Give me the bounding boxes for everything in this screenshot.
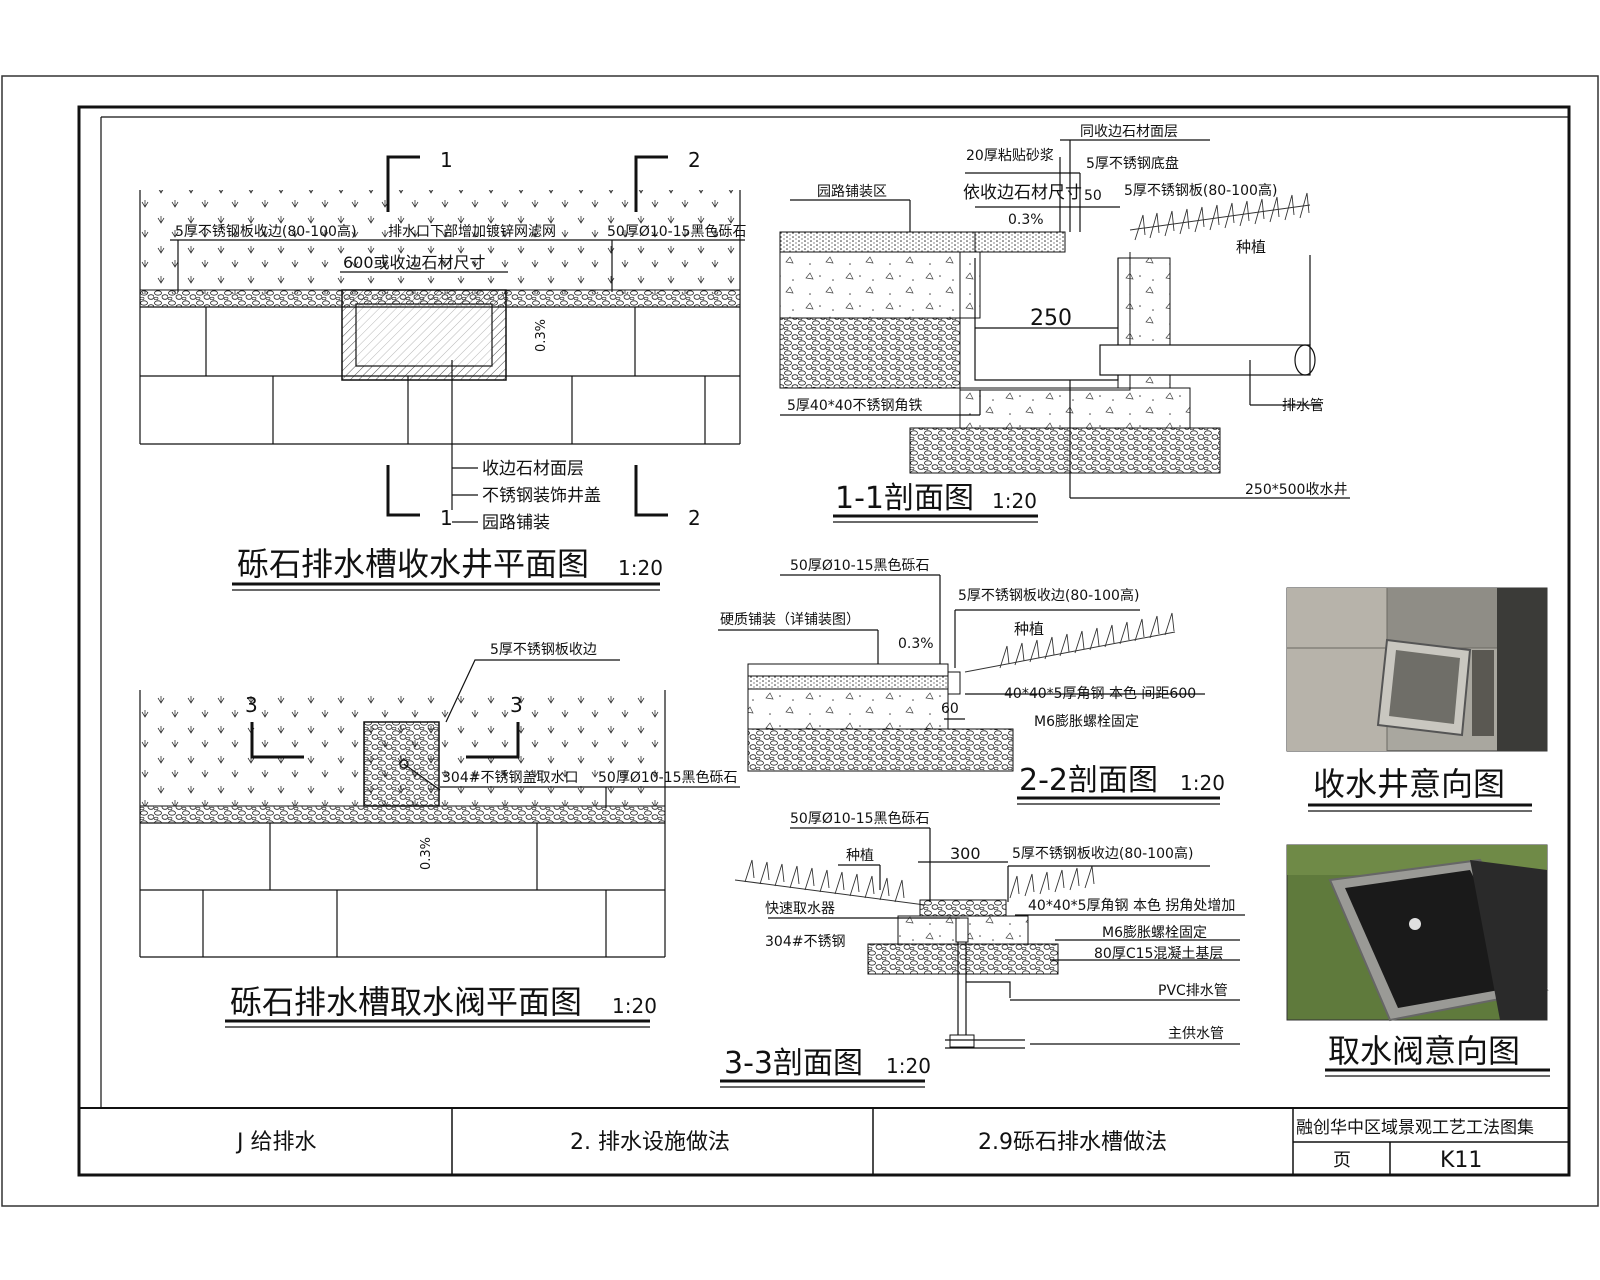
cut-2-bottom: 2 — [688, 506, 701, 530]
section-1-1: 同收边石材面层 20厚粘贴砂浆 5厚不锈钢底盘 依收边石材尺寸 50 5厚不锈钢… — [779, 124, 1350, 523]
plan1-drain-mesh-label: 排水口下部增加镀锌网滤网 — [388, 223, 556, 240]
s2-planting: 种植 — [1014, 620, 1044, 638]
s3-steel304: 304#不锈钢 — [765, 934, 845, 950]
plan1-steel-edge-label: 5厚不锈钢板收边(80-100高) — [175, 223, 356, 240]
plan1-title: 砾石排水槽收水井平面图 — [237, 545, 589, 583]
photo-water-valve: 取水阀意向图 — [1286, 844, 1550, 1077]
photo-2-caption: 取水阀意向图 — [1328, 1032, 1520, 1070]
s1-title: 1-1剖面图 — [835, 481, 974, 516]
s1-same-stone: 同收边石材面层 — [1080, 124, 1178, 140]
s2-scale: 1:20 — [1180, 771, 1225, 795]
cut-1-bottom: 1 — [440, 506, 453, 530]
s3-pvc: PVC排水管 — [1158, 983, 1228, 999]
s1-per-stone: 依收边石材尺寸 — [963, 183, 1082, 203]
s2-slope: 0.3% — [898, 636, 934, 652]
cut-2-top: 2 — [688, 148, 701, 172]
s1-mortar: 20厚粘贴砂浆 — [966, 148, 1054, 164]
s1-width: 250 — [1030, 306, 1072, 331]
s1-angle: 5厚40*40不锈钢角铁 — [787, 398, 923, 414]
sheet-inner-border — [77, 105, 1571, 1177]
cut-3-right: 3 — [510, 693, 523, 717]
title-cell-3: 2.9砾石排水槽做法 — [978, 1130, 1167, 1155]
section-3-3: 50厚Ø10-15黑色砾石 种植 300 5厚不锈钢板收边(80-100高) 4… — [720, 810, 1245, 1088]
title-cell-2: 2. 排水设施做法 — [570, 1130, 730, 1155]
s3-quick: 快速取水器 — [765, 901, 835, 917]
plan1-callout-2: 不锈钢装饰井盖 — [482, 486, 601, 506]
s3-dim-300: 300 — [950, 844, 981, 863]
photo-drain-well: 收水井意向图 — [1286, 587, 1548, 812]
s3-title: 3-3剖面图 — [724, 1046, 863, 1081]
s1-slope: 0.3% — [1008, 212, 1044, 228]
s3-supply: 主供水管 — [1168, 1026, 1224, 1042]
s1-pipe: 排水管 — [1282, 398, 1324, 414]
s2-title: 2-2剖面图 — [1019, 763, 1158, 798]
s2-bolt: M6膨胀螺栓固定 — [1034, 713, 1139, 730]
plan2-valve: 304#不锈钢盖取水口 — [442, 770, 578, 786]
plan2-gravel: 50厚Ø10-15黑色砾石 — [598, 769, 738, 786]
s3-scale: 1:20 — [886, 1054, 931, 1078]
plan1-scale: 1:20 — [618, 556, 663, 580]
s1-dim-50: 50 — [1084, 188, 1102, 204]
plan1-gravel-label: 50厚Ø10-15黑色砾石 — [607, 223, 747, 240]
s2-dim-60: 60 — [941, 701, 959, 717]
plan2-slope: 0.3% — [419, 837, 434, 870]
s3-planting: 种植 — [846, 848, 874, 864]
section-2-2: 50厚Ø10-15黑色砾石 5厚不锈钢板收边(80-100高) 硬质铺装（详铺装… — [718, 557, 1225, 805]
plan1-size-label: 600或收边石材尺寸 — [343, 253, 486, 272]
title-block: J 给排水 2. 排水设施做法 2.9砾石排水槽做法 融创华中区域景观工艺工法图… — [79, 1107, 1569, 1175]
s3-angle: 40*40*5厚角钢 本色 拐角处增加 — [1028, 897, 1235, 914]
plan2-scale: 1:20 — [612, 994, 657, 1018]
s2-gravel: 50厚Ø10-15黑色砾石 — [790, 557, 930, 574]
s2-angle: 40*40*5厚角钢 本色 间距600 — [1004, 685, 1196, 702]
atlas-title: 融创华中区域景观工艺工法图集 — [1296, 1118, 1534, 1138]
s3-bolt: M6膨胀螺栓固定 — [1102, 924, 1207, 941]
cut-3-left: 3 — [245, 693, 258, 717]
s3-steel-edge: 5厚不锈钢板收边(80-100高) — [1012, 845, 1193, 862]
title-cell-1: J 给排水 — [235, 1130, 316, 1155]
s1-steel-base: 5厚不锈钢底盘 — [1086, 155, 1179, 172]
plan2-steel-edge: 5厚不锈钢板收边 — [490, 642, 597, 658]
s1-planting: 种植 — [1236, 238, 1266, 256]
s3-gravel: 50厚Ø10-15黑色砾石 — [790, 810, 930, 827]
plan1-callout-3: 园路铺装 — [482, 513, 550, 533]
plan2-title: 砾石排水槽取水阀平面图 — [230, 983, 582, 1021]
photo-1-caption: 收水井意向图 — [1313, 765, 1505, 803]
s1-steel-plate: 5厚不锈钢板(80-100高) — [1124, 182, 1277, 199]
page-label: 页 — [1333, 1150, 1351, 1171]
page-number: K11 — [1440, 1148, 1482, 1173]
plan-view-2: 3 3 5厚不锈钢板收边 304#不锈钢盖取水口 50厚Ø10-15黑色砾石 0… — [139, 642, 740, 1028]
plan-view-1: 1 1 2 2 5厚不锈钢板收边(80-100高) 排水口下部增加镀锌网滤网 5… — [139, 148, 747, 591]
s2-steel-edge: 5厚不锈钢板收边(80-100高) — [958, 587, 1139, 604]
s1-paving-zone: 园路铺装区 — [817, 184, 887, 200]
s3-concrete: 80厚C15混凝土基层 — [1094, 945, 1223, 962]
s1-scale: 1:20 — [992, 489, 1037, 513]
cut-1-top: 1 — [440, 148, 453, 172]
plan1-callout-1: 收边石材面层 — [482, 459, 584, 479]
s2-hard-paving: 硬质铺装（详铺装图） — [720, 612, 860, 628]
sheet-outer-border — [1, 75, 1599, 1207]
s1-well: 250*500收水井 — [1245, 482, 1347, 498]
plan1-slope: 0.3% — [534, 319, 549, 352]
